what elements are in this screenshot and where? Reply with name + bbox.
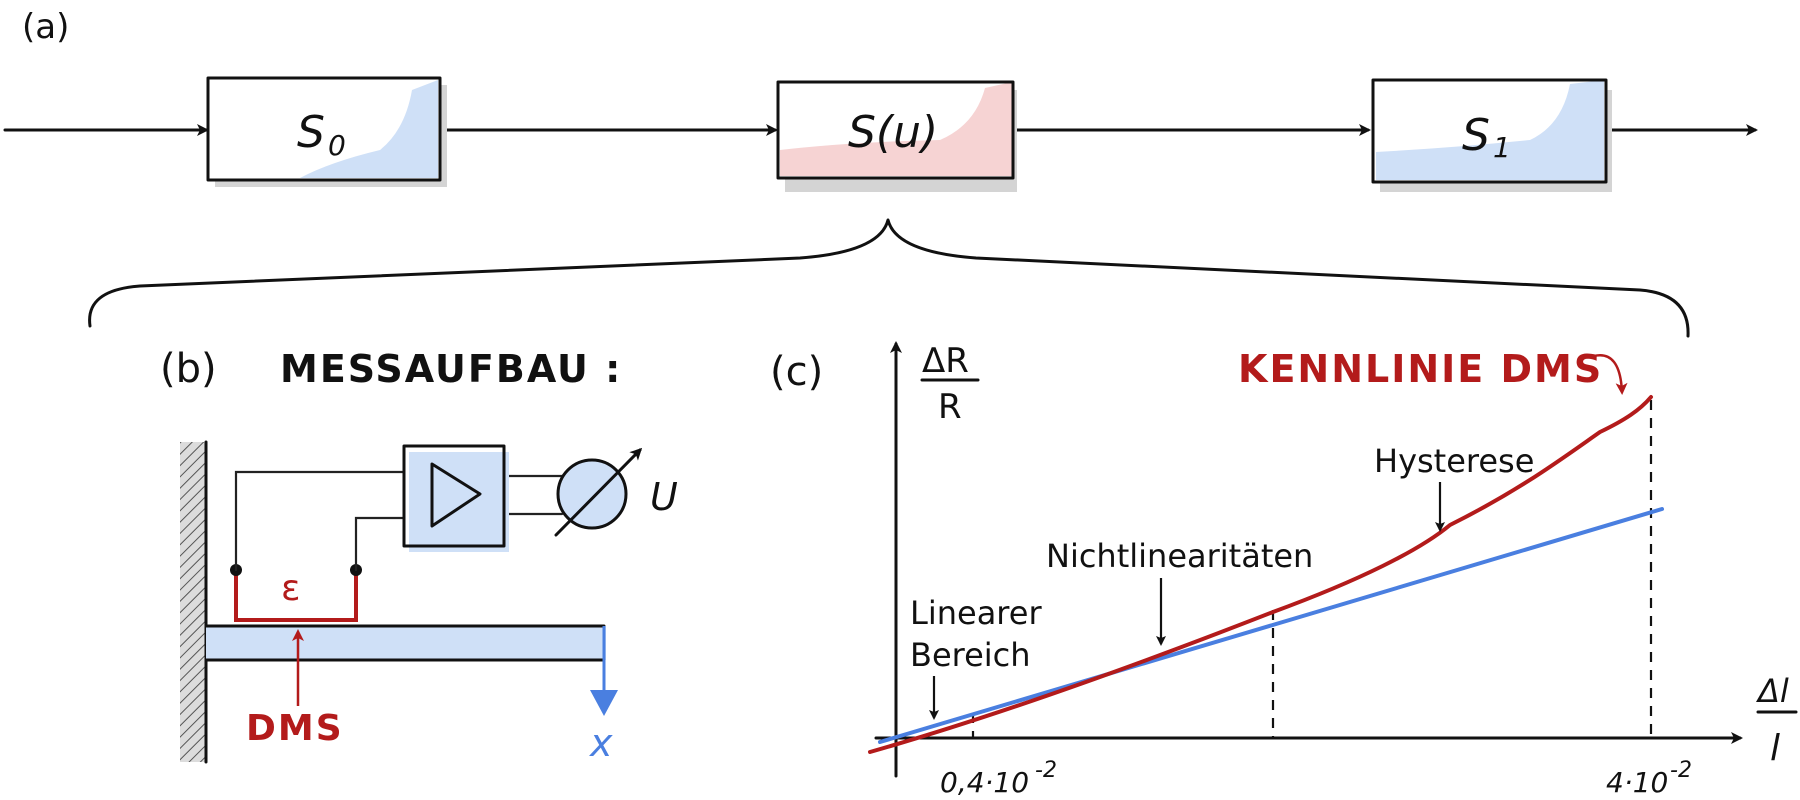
x-tick-1-exp: -2 (1035, 758, 1057, 783)
annotation-linear-1: Linearer (910, 594, 1042, 632)
panel-c-label: (c) (770, 349, 823, 395)
amplifier (402, 444, 509, 552)
block-s1-sub: 1 (1493, 131, 1511, 164)
x-label-num: Δl (1755, 672, 1789, 710)
block-s1: S 1 (1371, 78, 1612, 192)
strain-gauge: ε (230, 564, 362, 622)
dms-label: DMS (246, 708, 344, 749)
wiring (234, 470, 564, 572)
deflection-arrow: x (589, 626, 618, 765)
x-axis-label: Δl l (1755, 672, 1798, 769)
x-tick-2: 4·10 -2 (1606, 758, 1692, 799)
annotation-linear-2: Bereich (910, 636, 1031, 674)
voltmeter: U (554, 447, 678, 537)
block-su-name: S(u) (848, 107, 938, 158)
deflection-label: x (589, 721, 613, 765)
block-su: S(u) (776, 80, 1017, 192)
block-s0-name: S (297, 107, 325, 158)
annotation-hysteresis: Hysterese (1374, 442, 1534, 480)
x-tick-1: 0,4·10 -2 (940, 758, 1057, 799)
x-tick-2-base: 4·10 (1606, 766, 1668, 799)
voltage-label: U (650, 475, 678, 519)
y-axis-label: ΔR R (920, 341, 980, 427)
annotation-nonlinear: Nichtlinearitäten (1046, 537, 1313, 575)
block-s0: S 0 (206, 76, 447, 187)
block-s1-name: S (1462, 110, 1490, 161)
dms-characteristic-curve (868, 395, 1653, 754)
panel-a-label: (a) (22, 7, 69, 47)
x-tick-1-base: 0,4·10 (940, 766, 1029, 799)
variable-arrow-icon (554, 447, 643, 537)
linear-characteristic (878, 507, 1664, 744)
curve-label: KENNLINIE DMS (1238, 347, 1603, 391)
epsilon-label: ε (281, 568, 300, 609)
y-label-num: ΔR (922, 341, 969, 381)
panel-b-label: (b) (160, 346, 217, 392)
x-tick-2-exp: -2 (1670, 758, 1692, 783)
expansion-brace (88, 218, 1690, 338)
cantilever-beam (204, 624, 606, 662)
x-label-den: l (1770, 728, 1780, 769)
panel-b-title: MESSAUFBAU : (280, 347, 622, 391)
y-label-den: R (938, 387, 962, 427)
curve-label-pointer (1593, 354, 1628, 395)
wall (180, 440, 208, 764)
amplifier-icon (430, 462, 482, 528)
block-s0-sub: 0 (328, 129, 346, 162)
